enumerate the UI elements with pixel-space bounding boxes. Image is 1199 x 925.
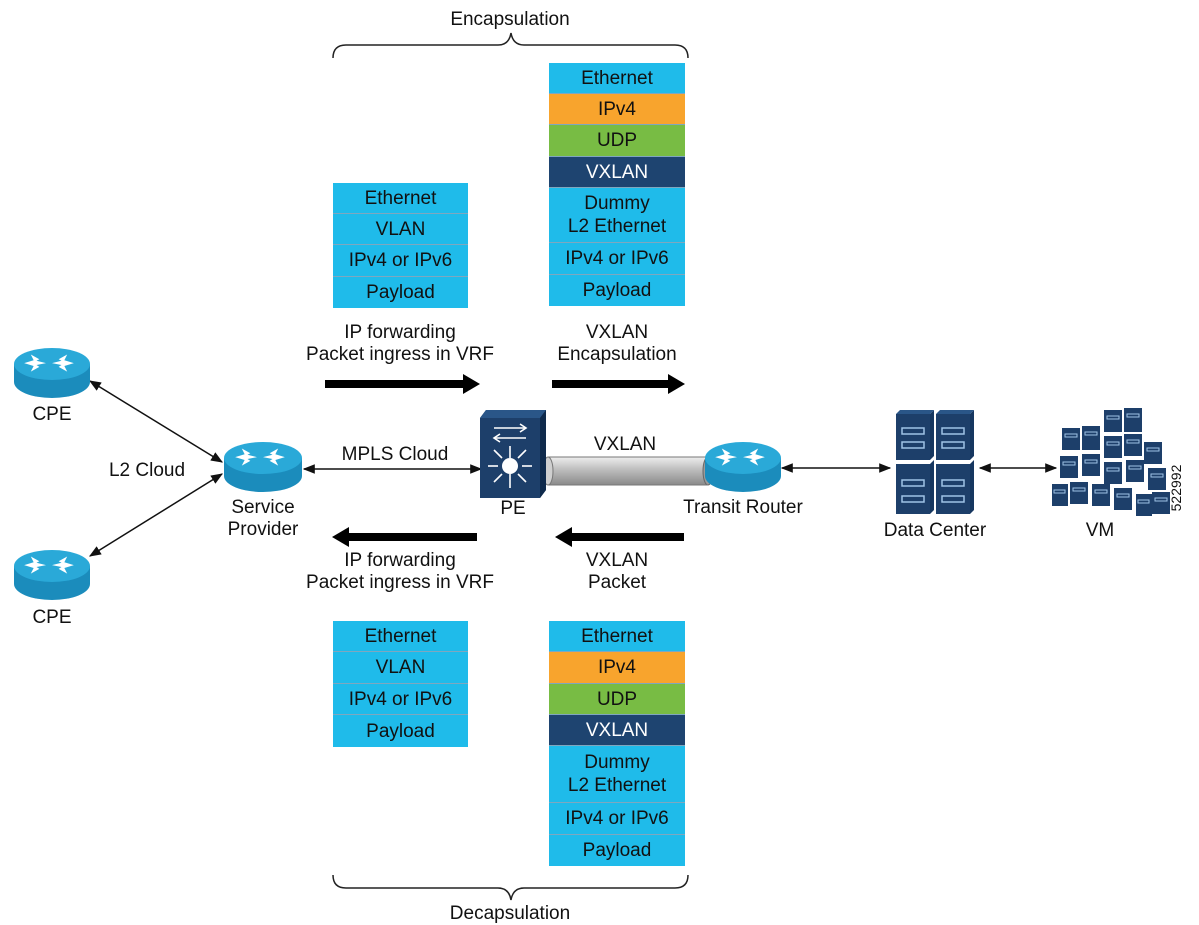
cpe-bottom-label: CPE	[32, 607, 72, 628]
stack-cell: Payload	[333, 277, 468, 308]
router-icon	[705, 442, 781, 492]
stack-cell: IPv4 or IPv6	[549, 803, 685, 835]
flow-label-enc-right: VXLAN Encapsulation	[557, 322, 677, 365]
stack-cell: IPv4 or IPv6	[333, 684, 468, 715]
link-cpe-top-sp	[88, 380, 224, 463]
stack-cell: Payload	[549, 835, 685, 866]
decapsulation-label: Decapsulation	[449, 903, 571, 924]
flow-label-dec-right: VXLAN Packet	[585, 550, 649, 593]
link-cpe-bottom-sp	[88, 473, 224, 557]
flow-label-enc-left: IP forwarding Packet ingress in VRF	[306, 322, 494, 365]
cpe-top-label: CPE	[32, 404, 72, 425]
stack-cell: IPv4	[549, 652, 685, 684]
stack-dec-right: Ethernet IPv4 UDP VXLAN Dummy L2 Etherne…	[549, 621, 685, 866]
router-icon	[14, 348, 90, 398]
stack-enc-right: Ethernet IPv4 UDP VXLAN Dummy L2 Etherne…	[549, 63, 685, 306]
vxlan-tunnel-label: VXLAN	[593, 434, 657, 455]
stack-cell: IPv4 or IPv6	[333, 245, 468, 277]
layer3-switch-icon	[480, 410, 546, 498]
stack-cell: Ethernet	[333, 621, 468, 652]
encapsulation-label: Encapsulation	[450, 9, 570, 30]
stack-cell: Ethernet	[333, 183, 468, 214]
stack-dec-left: Ethernet VLAN IPv4 or IPv6 Payload	[333, 621, 468, 747]
stack-cell: IPv4	[549, 94, 685, 125]
server-rack-icon	[1052, 408, 1170, 516]
data-center-label: Data Center	[883, 520, 987, 541]
router-icon	[224, 442, 302, 492]
stack-cell: Dummy L2 Ethernet	[549, 746, 685, 803]
stack-cell: VXLAN	[549, 157, 685, 188]
figure-id-text: 522992	[1168, 464, 1184, 512]
stack-cell: IPv4 or IPv6	[549, 243, 685, 275]
encapsulation-brace	[332, 32, 689, 59]
flow-arrows	[325, 374, 685, 547]
stack-cell: VLAN	[333, 214, 468, 245]
stack-cell: Dummy L2 Ethernet	[549, 188, 685, 243]
flow-label-dec-left: IP forwarding Packet ingress in VRF	[306, 550, 494, 593]
stack-cell: Payload	[549, 275, 685, 306]
stack-enc-left: Ethernet VLAN IPv4 or IPv6 Payload	[333, 183, 468, 308]
l2-cloud-label: L2 Cloud	[108, 460, 186, 481]
router-icon	[14, 550, 90, 600]
decapsulation-brace	[332, 874, 689, 901]
transit-router-label: Transit Router	[683, 497, 803, 518]
stack-cell: Payload	[333, 715, 468, 747]
tunnel-pipe-icon	[542, 456, 714, 486]
vm-label: VM	[1085, 520, 1115, 541]
stack-cell: Ethernet	[549, 621, 685, 652]
stack-cell: UDP	[549, 684, 685, 715]
service-provider-label: Service Provider	[227, 497, 299, 540]
stack-cell: Ethernet	[549, 63, 685, 94]
stack-cell: VLAN	[333, 652, 468, 684]
stack-cell: VXLAN	[549, 715, 685, 746]
server-rack-icon	[896, 410, 974, 514]
pe-label: PE	[500, 498, 526, 519]
stack-cell: UDP	[549, 125, 685, 157]
mpls-cloud-label: MPLS Cloud	[341, 444, 449, 465]
